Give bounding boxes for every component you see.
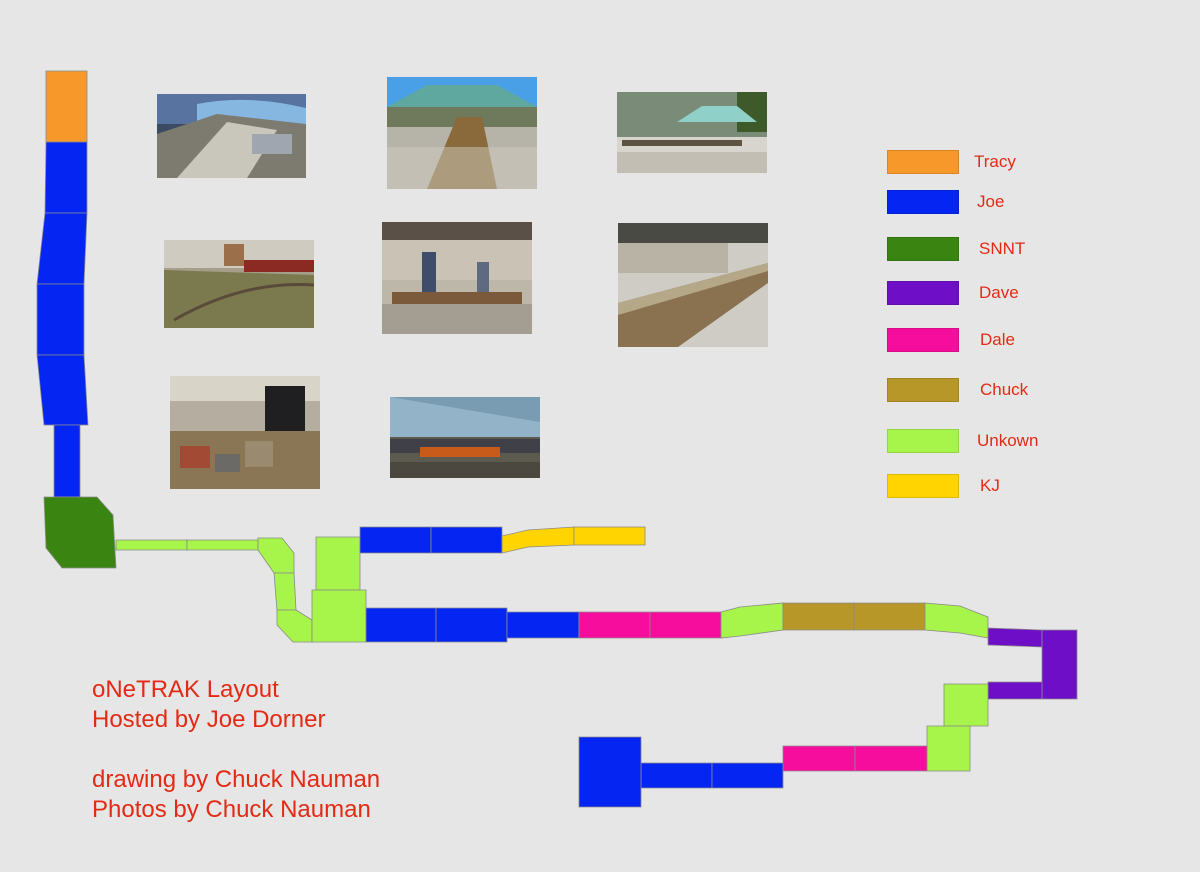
- track-module-dale-33: [782, 745, 856, 772]
- legend-label-dale: Dale: [980, 330, 1015, 349]
- track-module-joe-36: [711, 762, 784, 789]
- track-module-unkown-24: [720, 602, 784, 639]
- legend-item-snnt: SNNT: [887, 237, 1147, 263]
- track-module-joe-20: [435, 607, 508, 643]
- legend-item-dave: Dave: [887, 281, 1147, 307]
- track-module-dave-29: [1041, 629, 1078, 700]
- track-module-joe-15: [359, 526, 432, 554]
- track-module-dale-34: [854, 745, 928, 772]
- track-module-tracy-1: [45, 70, 88, 143]
- legend-item-chuck: Chuck: [887, 378, 1147, 404]
- track-module-unkown-10: [257, 537, 295, 574]
- legend-item-kj: KJ: [887, 474, 1147, 500]
- legend-item-dale: Dale: [887, 328, 1147, 354]
- legend-label-tracy: Tracy: [974, 152, 1016, 171]
- photo-long-layout-porch: [618, 223, 768, 347]
- track-module-unkown-8: [115, 539, 188, 551]
- legend-label-unkown: Unkown: [977, 431, 1039, 450]
- caption-drawing-credit: drawing by Chuck Nauman: [92, 766, 381, 793]
- legend-swatch-unkown: [887, 429, 959, 453]
- track-module-kj-18: [573, 526, 646, 546]
- track-module-dale-22: [578, 611, 651, 639]
- track-module-joe-19: [365, 607, 437, 643]
- track-module-chuck-25: [782, 602, 855, 631]
- track-module-joe-35: [640, 762, 713, 789]
- track-module-kj-17: [501, 526, 575, 554]
- track-module-unkown-32: [926, 725, 971, 772]
- caption-photo-credit: Photos by Chuck Nauman: [92, 796, 371, 823]
- photo-train-on-track: [390, 397, 540, 478]
- legend-swatch-tracy: [887, 150, 959, 174]
- legend-item-unkown: Unkown: [887, 429, 1147, 455]
- track-module-joe-4: [36, 283, 85, 356]
- track-module-dave-30: [987, 681, 1043, 700]
- legend-item-tracy: Tracy: [887, 150, 1147, 176]
- legend-label-chuck: Chuck: [980, 380, 1029, 399]
- track-module-chuck-26: [853, 602, 926, 631]
- photo-town-buildings: [170, 376, 320, 489]
- legend-label-dave: Dave: [979, 283, 1019, 302]
- legend-label-snnt: SNNT: [979, 239, 1026, 258]
- legend-label-joe: Joe: [977, 192, 1005, 211]
- caption-title: oNeTRAK Layout: [92, 676, 279, 703]
- track-module-unkown-12: [276, 609, 313, 643]
- track-module-dale-23: [649, 611, 722, 639]
- track-module-joe-2: [44, 141, 88, 214]
- legend-swatch-snnt: [887, 237, 959, 261]
- track-module-dave-28: [987, 627, 1043, 648]
- track-module-unkown-31: [943, 683, 989, 727]
- track-module-joe-6: [53, 424, 81, 498]
- track-module-unkown-9: [186, 539, 259, 551]
- legend-swatch-dave: [887, 281, 959, 305]
- track-module-unkown-14: [311, 589, 367, 643]
- track-module-joe-16: [430, 526, 503, 554]
- track-module-unkown-27: [924, 602, 989, 639]
- legend-swatch-dale: [887, 328, 959, 352]
- photo-people-at-layout: [382, 222, 532, 334]
- track-module-joe-3: [36, 212, 88, 285]
- track-module-joe-37: [578, 736, 642, 808]
- track-module-joe-21: [506, 611, 580, 639]
- photo-canopy-tent-layout: [387, 77, 537, 189]
- legend-swatch-chuck: [887, 378, 959, 402]
- photo-freight-cars-on-layout: [164, 240, 314, 328]
- track-module-unkown-13: [315, 536, 361, 591]
- legend-swatch-joe: [887, 190, 959, 214]
- track-module-snnt-7: [43, 496, 117, 569]
- legend-item-joe: Joe: [887, 190, 1147, 216]
- photo-layout-blue-backdrop: [157, 94, 306, 178]
- track-module-unkown-11: [273, 572, 297, 611]
- legend-label-kj: KJ: [980, 476, 1000, 495]
- track-module-joe-5: [36, 354, 89, 426]
- photo-house-and-canopy: [617, 92, 767, 173]
- caption-host: Hosted by Joe Dorner: [92, 706, 326, 733]
- legend-swatch-kj: [887, 474, 959, 498]
